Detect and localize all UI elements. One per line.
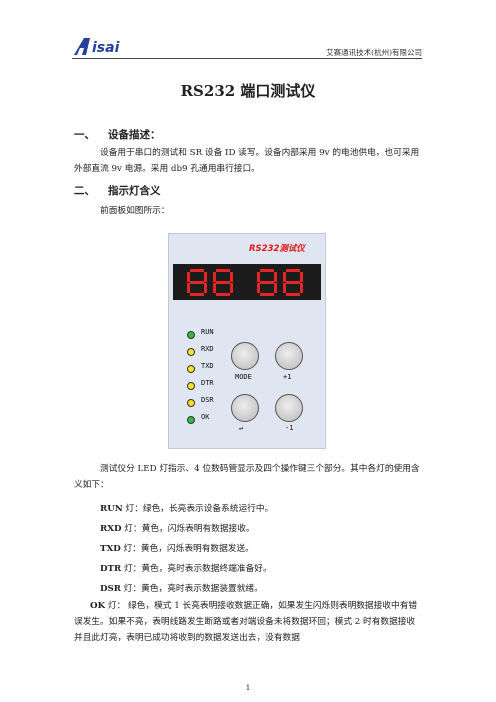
front-panel-figure: RS232测试仪 RUN RXD TXD DTR DSR OK MODE +1 …	[168, 233, 326, 449]
led-run	[187, 331, 195, 339]
digit-4-segment	[283, 272, 286, 282]
lamp-txd-text: 灯：黄色，闪烁表明有数据发送。	[123, 544, 254, 554]
digit-4-segment	[286, 269, 300, 272]
digit-3-segment	[257, 272, 260, 282]
seven-segment-display	[173, 264, 321, 300]
digit-3-segment	[260, 281, 274, 284]
section-2-number: 二、	[74, 185, 95, 197]
lamp-dtr: DTR 灯：黄色，亮时表示数据终端准备好。	[100, 561, 272, 574]
led-ok-label: OK	[201, 413, 210, 421]
minus-one-button-label: -1	[285, 424, 294, 432]
lamp-dsr-name: DSR	[100, 584, 122, 594]
lamp-dtr-name: DTR	[100, 564, 122, 574]
lamp-rxd: RXD 灯：黄色，闪烁表明有数据接收。	[100, 521, 255, 534]
section-2-title: 指示灯含义	[108, 185, 161, 197]
section-2-heading: 二、 指示灯含义	[74, 183, 161, 198]
digit-4-segment	[286, 281, 300, 284]
section-1-title: 设备描述：	[108, 129, 161, 141]
digit-2-segment	[213, 283, 216, 293]
plus-one-button-label: +1	[283, 373, 292, 381]
company-name: 艾赛通讯技术(杭州)有限公司	[326, 48, 422, 57]
section-2-intro: 前面板如图所示：	[100, 206, 170, 216]
enter-button[interactable]	[231, 394, 259, 422]
mode-button-label: MODE	[235, 373, 252, 381]
led-rxd	[187, 348, 195, 356]
header-rule	[72, 58, 422, 59]
enter-icon: ↵	[239, 424, 244, 432]
lamp-txd-name: TXD	[100, 544, 121, 554]
lamp-rxd-text: 灯：黄色，闪烁表明有数据接收。	[124, 524, 255, 534]
led-txd	[187, 365, 195, 373]
section-1-heading: 一、 设备描述：	[74, 127, 161, 142]
lamp-ok-text: 灯： 绿色，模式 1 长亮表明接收数据正确，如果发生闪烁则表明数据接收中有错误发…	[74, 601, 418, 643]
led-dsr-label: DSR	[201, 396, 214, 404]
lamp-dsr-text: 灯：黄色，亮时表示数据装置就绪。	[123, 584, 263, 594]
digit-1-segment	[190, 269, 204, 272]
lamp-run-name: RUN	[100, 504, 123, 514]
digit-1-segment	[190, 281, 204, 284]
digit-2-segment	[216, 293, 230, 296]
lamp-run: RUN 灯：绿色，长亮表示设备系统运行中。	[100, 501, 273, 514]
lamp-ok-paragraph: OK 灯： 绿色，模式 1 长亮表明接收数据正确，如果发生闪烁则表明数据接收中有…	[74, 598, 422, 646]
page-header: isai 艾赛通讯技术(杭州)有限公司	[72, 36, 422, 60]
digit-1-segment	[204, 283, 207, 293]
digit-2-segment	[213, 272, 216, 282]
led-dtr-label: DTR	[201, 379, 214, 387]
plus-one-button[interactable]	[275, 342, 303, 370]
page-number: 1	[245, 683, 251, 692]
led-dsr	[187, 399, 195, 407]
lamp-ok-name: OK	[90, 601, 106, 611]
digit-3-segment	[257, 283, 260, 293]
digit-1-segment	[190, 293, 204, 296]
digit-2-segment	[230, 283, 233, 293]
panel-title: RS232测试仪	[249, 244, 305, 254]
section-1-number: 一、	[74, 129, 95, 141]
led-dtr	[187, 382, 195, 390]
digit-4-segment	[283, 283, 286, 293]
digit-2-segment	[216, 269, 230, 272]
led-ok	[187, 416, 195, 424]
lamp-dsr: DSR 灯：黄色，亮时表示数据装置就绪。	[100, 581, 263, 594]
digit-3-segment	[274, 283, 277, 293]
panel-description: 测试仪分 LED 灯指示、4 位数码管显示及四个操作键三个部分。其中各灯的使用含…	[74, 464, 420, 490]
digit-1-segment	[204, 272, 207, 282]
digit-3-segment	[260, 269, 274, 272]
svg-text:isai: isai	[92, 40, 120, 56]
aisai-logo: isai	[74, 38, 120, 56]
led-run-label: RUN	[201, 328, 214, 336]
lamp-run-text: 灯：绿色，长亮表示设备系统运行中。	[125, 504, 274, 514]
digit-3-segment	[260, 293, 274, 296]
document-title: RS232 端口测试仪	[180, 82, 316, 100]
digit-4-segment	[300, 272, 303, 282]
minus-one-button[interactable]	[275, 394, 303, 422]
digit-2-segment	[230, 272, 233, 282]
lamp-dtr-text: 灯：黄色，亮时表示数据终端准备好。	[123, 564, 272, 574]
section-1-text: 设备用于串口的测试和 SR 设备 ID 读写。设备内部采用 9v 的电池供电，也…	[74, 148, 420, 174]
led-txd-label: TXD	[201, 362, 214, 370]
led-rxd-label: RXD	[201, 345, 214, 353]
lamp-rxd-name: RXD	[100, 524, 122, 534]
digit-1-segment	[187, 283, 190, 293]
mode-button[interactable]	[231, 342, 259, 370]
lamp-txd: TXD 灯：黄色，闪烁表明有数据发送。	[100, 541, 254, 554]
digit-4-segment	[300, 283, 303, 293]
digit-2-segment	[216, 281, 230, 284]
digit-3-segment	[274, 272, 277, 282]
digit-1-segment	[187, 272, 190, 282]
digit-4-segment	[286, 293, 300, 296]
